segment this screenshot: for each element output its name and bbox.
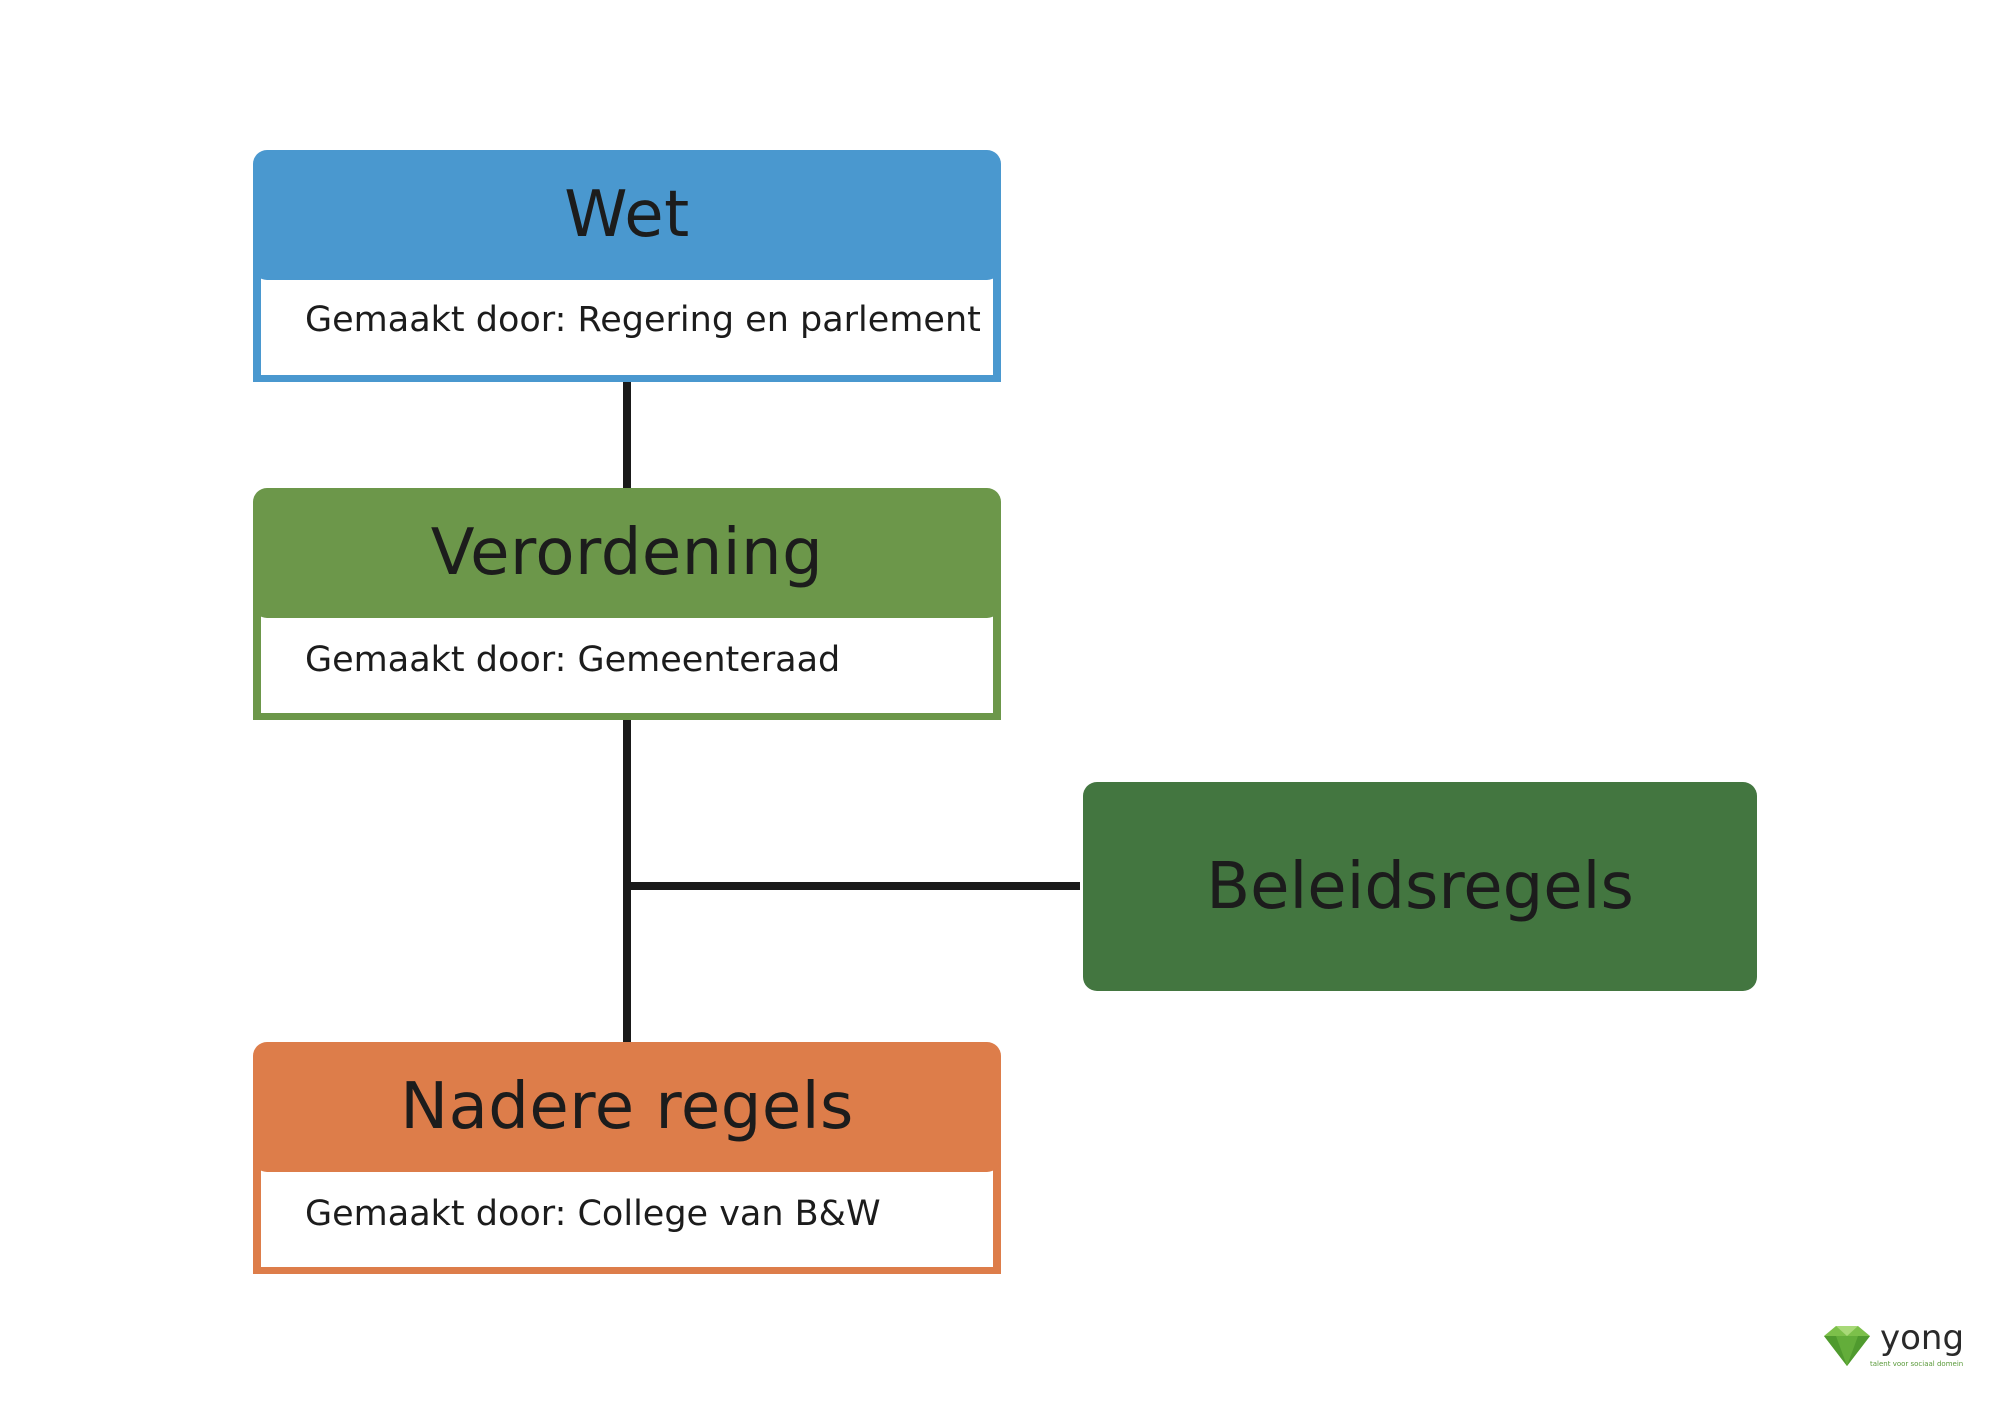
diamond-logo-icon [1824,1326,1870,1366]
node-wet-title: Wet [253,150,1001,280]
node-nadere-regels-subtitle: Gemaakt door: College van B&W [305,1194,881,1234]
node-wet-subtitle: Gemaakt door: Regering en parlement [305,300,981,340]
node-verordening: Verordening Gemaakt door: Gemeenteraad [253,488,1001,720]
node-nadere-regels: Nadere regels Gemaakt door: College van … [253,1042,1001,1274]
node-verordening-subtitle: Gemaakt door: Gemeenteraad [305,640,841,680]
node-verordening-title: Verordening [253,488,1001,618]
edge-wet-verordening [623,376,631,492]
edge-verordening-beleidsregels [627,882,1080,890]
node-nadere-regels-title: Nadere regels [253,1042,1001,1172]
edge-verordening-nadere-regels [623,716,631,1044]
logo-tagline: talent voor sociaal domein [1870,1360,1964,1368]
node-beleidsregels: Beleidsregels [1083,782,1757,991]
yong-logo: yong talent voor sociaal domein [1822,1318,1964,1372]
node-wet: Wet Gemaakt door: Regering en parlement [253,150,1001,382]
logo-wordmark: yong [1880,1318,1965,1358]
